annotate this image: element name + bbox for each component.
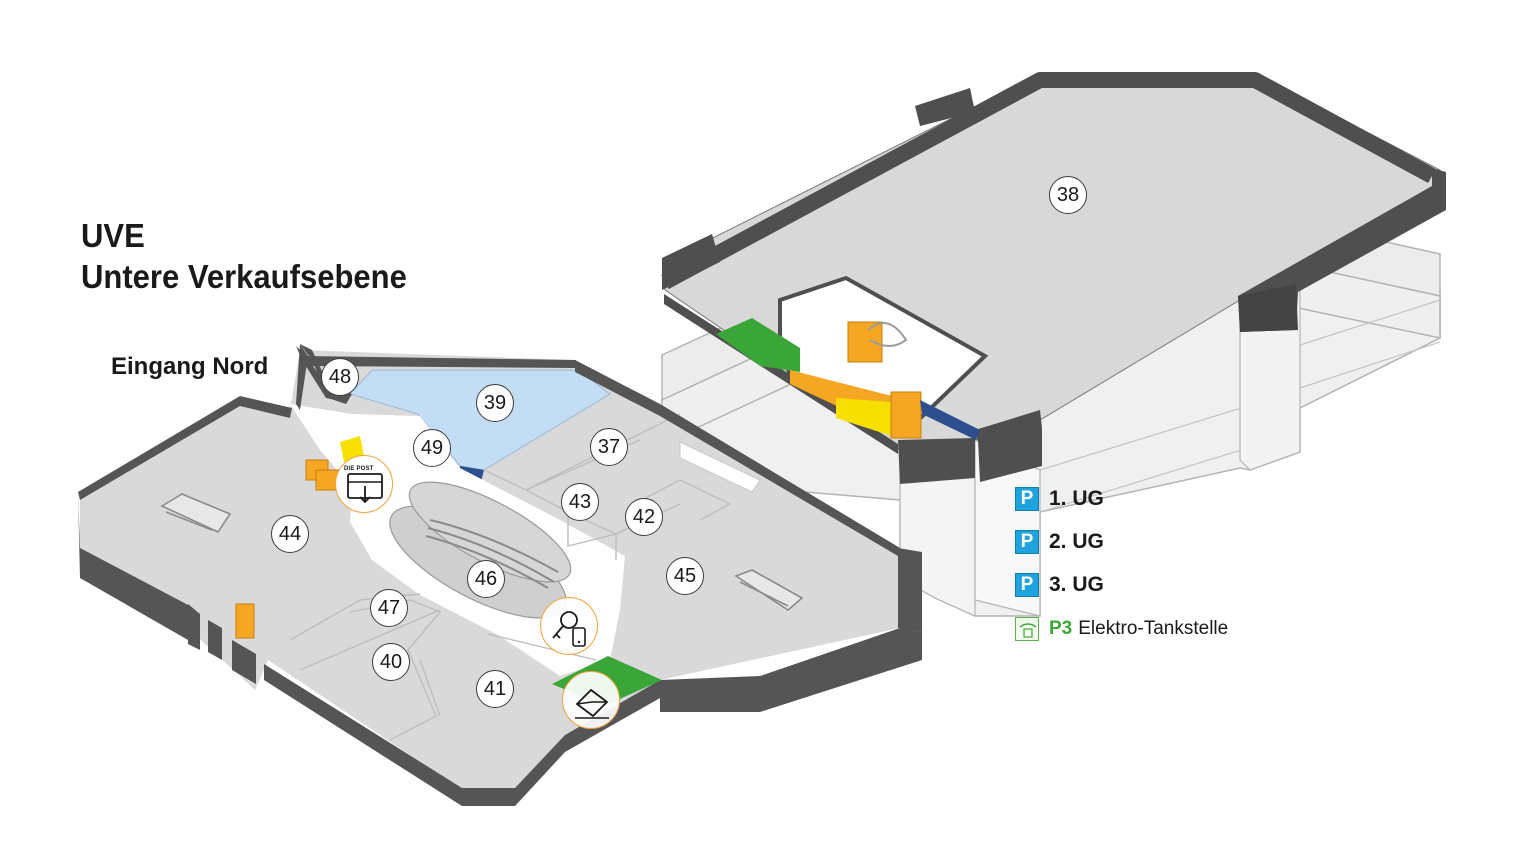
parking-level-label: 3. UG — [1049, 573, 1104, 596]
parking-level-label: 1. UG — [1049, 487, 1104, 510]
parking-icon: P — [1015, 573, 1039, 597]
parking-garage — [661, 72, 1446, 617]
shop-marker-48[interactable]: 48 — [321, 358, 359, 396]
parking-level-3[interactable]: P 3. UG — [1015, 573, 1104, 597]
parking-icon: P — [1015, 530, 1039, 554]
parking-icon: P — [1015, 487, 1039, 511]
map-title-line2: Untere Verkaufsebene — [81, 258, 407, 295]
shop-marker-46[interactable]: 46 — [467, 560, 505, 598]
parking-level-label: 2. UG — [1049, 530, 1104, 553]
entrance-north-label: Eingang Nord — [111, 353, 269, 380]
shop-marker-45[interactable]: 45 — [666, 557, 704, 595]
ev-charging-icon — [1015, 617, 1039, 641]
shop-marker-41[interactable]: 41 — [476, 670, 514, 708]
key-service-icon[interactable] — [540, 597, 598, 655]
shop-marker-40[interactable]: 40 — [372, 643, 410, 681]
shop-marker-49[interactable]: 49 — [413, 429, 451, 467]
shop-marker-37[interactable]: 37 — [590, 428, 628, 466]
post-office-label: DIE POST — [344, 466, 374, 472]
parking-level-1[interactable]: P 1. UG — [1015, 487, 1104, 511]
shop-marker-39[interactable]: 39 — [476, 384, 514, 422]
ev-charging-level: P3 — [1049, 618, 1073, 639]
mail-service-icon[interactable] — [562, 671, 620, 729]
shop-marker-43[interactable]: 43 — [561, 483, 599, 521]
shop-marker-44[interactable]: 44 — [271, 515, 309, 553]
shop-marker-42[interactable]: 42 — [625, 498, 663, 536]
parking-level-2[interactable]: P 2. UG — [1015, 530, 1104, 554]
map-title-line1: UVE — [81, 217, 145, 254]
shop-marker-38[interactable]: 38 — [1049, 176, 1087, 214]
post-office-icon[interactable]: DIE POST — [335, 455, 393, 513]
ev-charging-label: Elektro-Tankstelle — [1078, 618, 1229, 639]
shop-marker-47[interactable]: 47 — [370, 589, 408, 627]
map-title: UVE Untere Verkaufsebene — [81, 215, 407, 297]
